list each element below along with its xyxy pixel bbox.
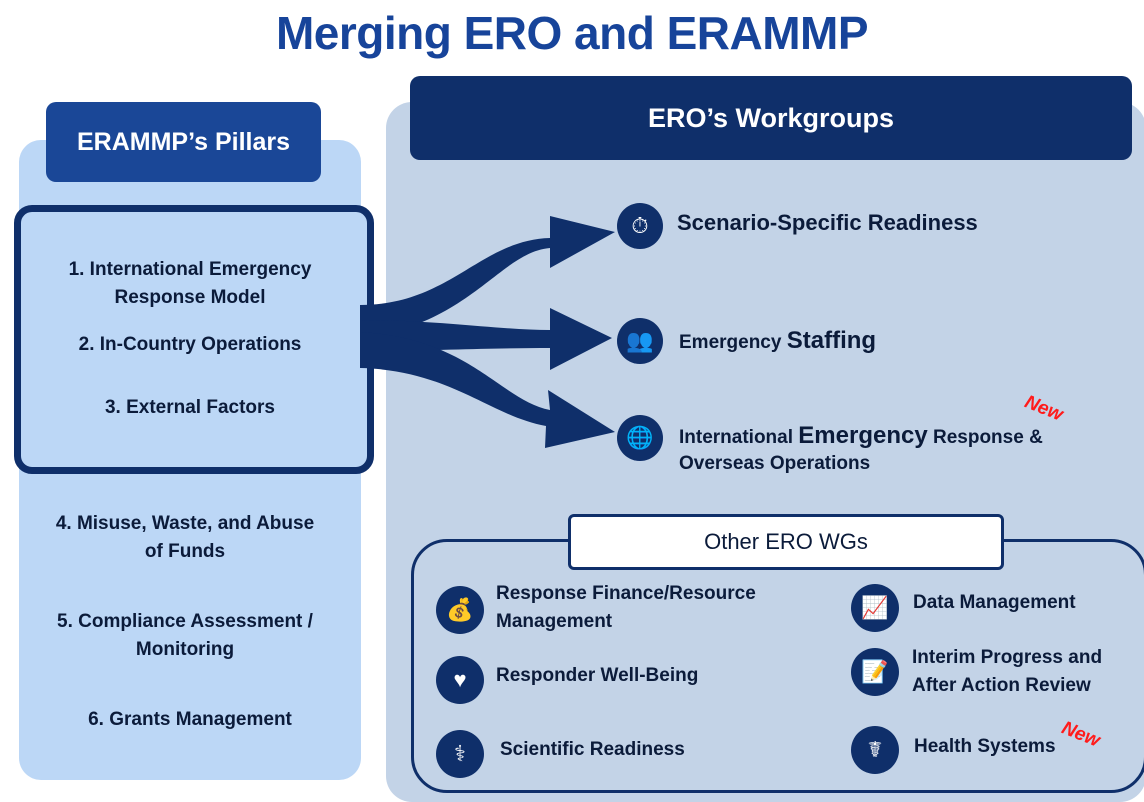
- other-wgs-header: Other ERO WGs: [568, 514, 1004, 570]
- line-chart-icon: 📈: [851, 584, 899, 632]
- pillar-4: 4. Misuse, Waste, and Abuse of Funds: [55, 513, 315, 562]
- other-wg-interim: Interim Progress and After Action Review: [912, 647, 1103, 696]
- pillar-2: 2. In-Country Operations: [78, 334, 302, 355]
- wg-emergency-staffing: Emergency Staffing: [679, 327, 877, 354]
- pillars-header: ERAMMP’s Pillars: [46, 102, 321, 182]
- arrow-to-international: [360, 332, 615, 448]
- pillar-6: 6. Grants Management: [88, 709, 292, 730]
- other-wgs-box: [411, 539, 1144, 793]
- pillar-5: 5. Compliance Assessment / Monitoring: [57, 611, 313, 660]
- pillar-1: 1. International Emergency Response Mode…: [68, 259, 312, 308]
- stethoscope-icon: ⚕: [436, 730, 484, 778]
- merge-arrows: [360, 216, 615, 448]
- heart-hands-icon: ♥: [436, 656, 484, 704]
- arrow-to-scenario: [360, 216, 615, 338]
- other-wg-scientific: Scientific Readiness: [500, 739, 685, 760]
- page-title: Merging ERO and ERAMMP: [275, 7, 869, 59]
- coins-icon: 💰: [436, 586, 484, 634]
- wg-scenario-readiness: Scenario-Specific Readiness: [677, 210, 978, 235]
- other-wg-health: Health Systems: [914, 736, 1056, 757]
- people-group-icon: 👥: [617, 318, 663, 364]
- document-pen-icon: 📝: [851, 648, 899, 696]
- other-wg-finance: Response Finance/Resource Management: [496, 583, 756, 632]
- merged-pillars-box: [14, 205, 374, 474]
- wg-international-response: International Emergency Response & Overs…: [679, 422, 1043, 475]
- workgroups-header: ERO’s Workgroups: [410, 76, 1132, 160]
- stopwatch-icon: ⏱: [617, 203, 663, 249]
- other-wg-wellbeing: Responder Well-Being: [496, 665, 699, 686]
- arrow-to-staffing: [360, 308, 612, 370]
- pillar-3: 3. External Factors: [104, 397, 276, 418]
- caduceus-icon: ☤: [851, 726, 899, 774]
- globe-icon: 🌐: [617, 415, 663, 461]
- other-wg-data: Data Management: [913, 592, 1076, 613]
